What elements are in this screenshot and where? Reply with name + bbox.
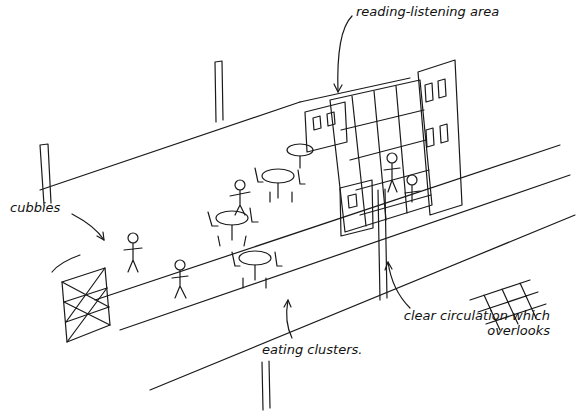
area-label: cubbies (10, 200, 80, 215)
note-label: clear circulation which overlooks (400, 308, 550, 338)
area-label: reading-listening area (356, 4, 556, 19)
area-label: eating clusters. (262, 342, 392, 357)
